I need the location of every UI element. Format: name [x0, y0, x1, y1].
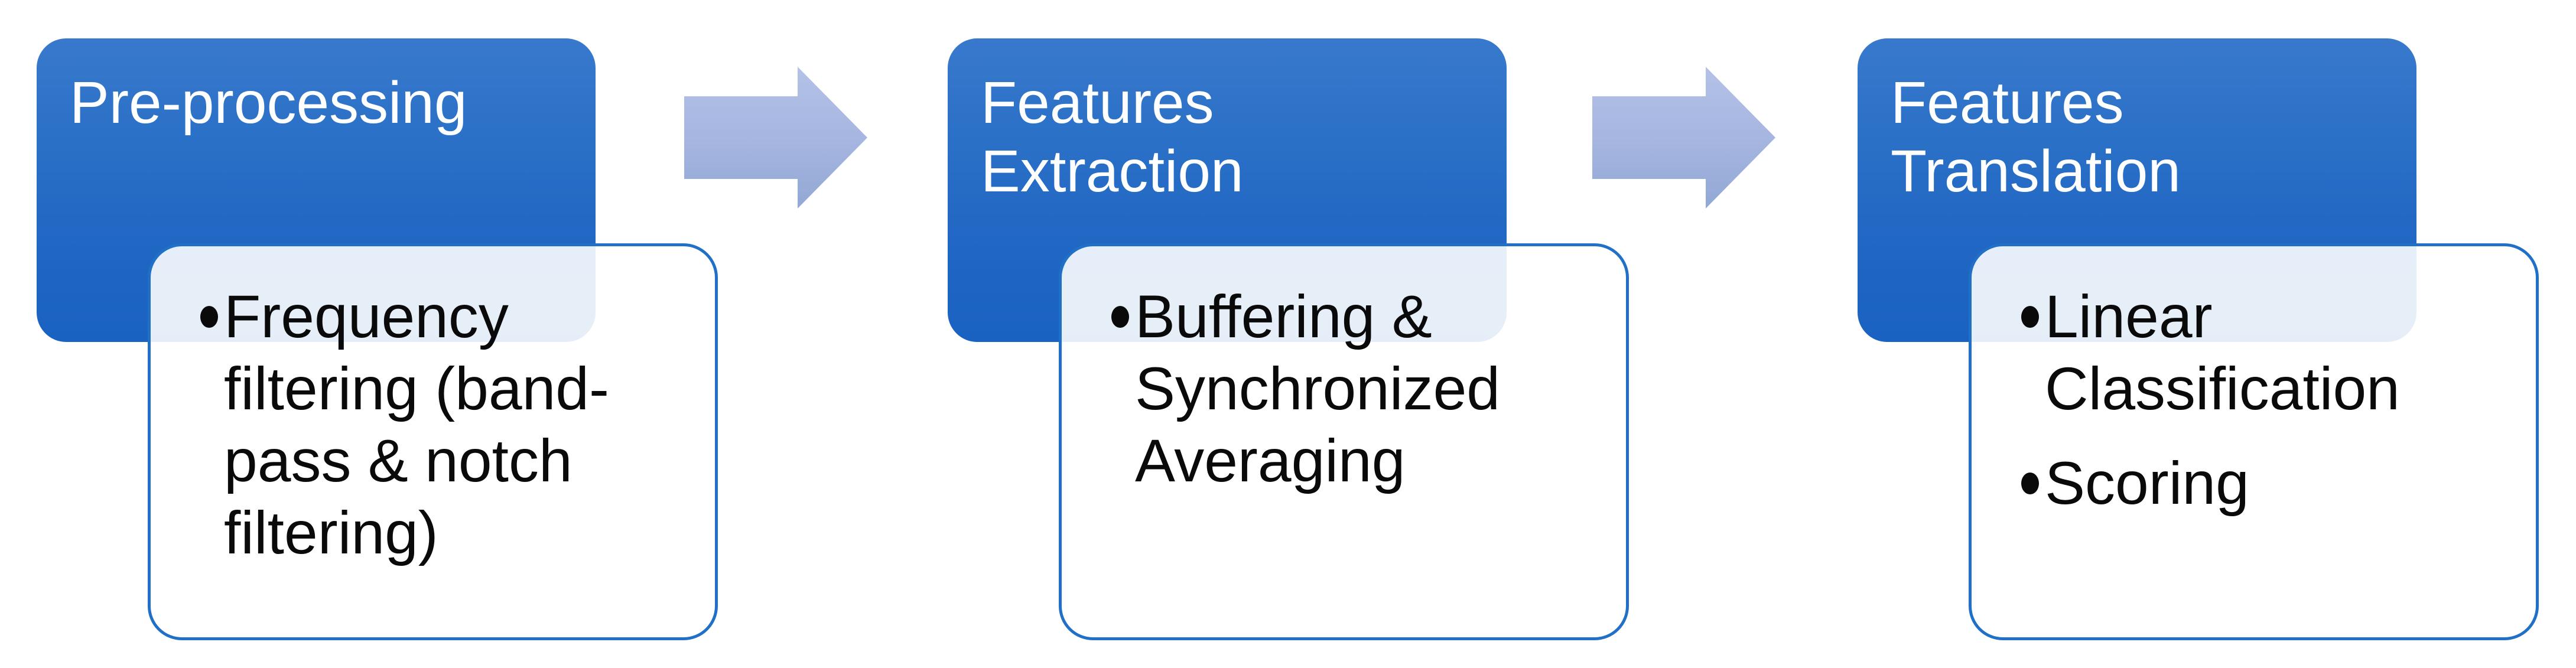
step-card: Buffering & Synchronized Averaging — [1059, 243, 1629, 640]
bullet-list: Linear Classification Scoring — [1972, 246, 2536, 519]
bullet-icon — [200, 306, 218, 328]
bullet-text: Scoring — [2045, 449, 2249, 517]
flow-arrow-icon — [684, 67, 867, 208]
step-card: Linear Classification Scoring — [1969, 243, 2539, 640]
step-card: Frequency filtering (band- pass & notch … — [148, 243, 718, 640]
bullet-list: Buffering & Synchronized Averaging — [1062, 246, 1626, 497]
step-title: Pre-processing — [70, 70, 467, 136]
bullet-icon — [1111, 306, 1129, 328]
bullet-item: Buffering & Synchronized Averaging — [1111, 281, 1605, 497]
bullet-icon — [2021, 306, 2039, 328]
step-title: Features Translation — [1891, 70, 2181, 204]
flow-arrow-icon — [1592, 67, 1775, 208]
bullet-icon — [2021, 473, 2039, 494]
bullet-text: Linear Classification — [2045, 283, 2400, 422]
bullet-text: Frequency filtering (band- pass & notch … — [224, 283, 609, 566]
bullet-list: Frequency filtering (band- pass & notch … — [151, 246, 715, 569]
bullet-item: Linear Classification — [2021, 281, 2515, 425]
step-title: Features Extraction — [981, 70, 1244, 204]
bullet-item: Frequency filtering (band- pass & notch … — [200, 281, 694, 569]
bullet-item: Scoring — [2021, 447, 2515, 519]
bullet-text: Buffering & Synchronized Averaging — [1135, 283, 1501, 494]
